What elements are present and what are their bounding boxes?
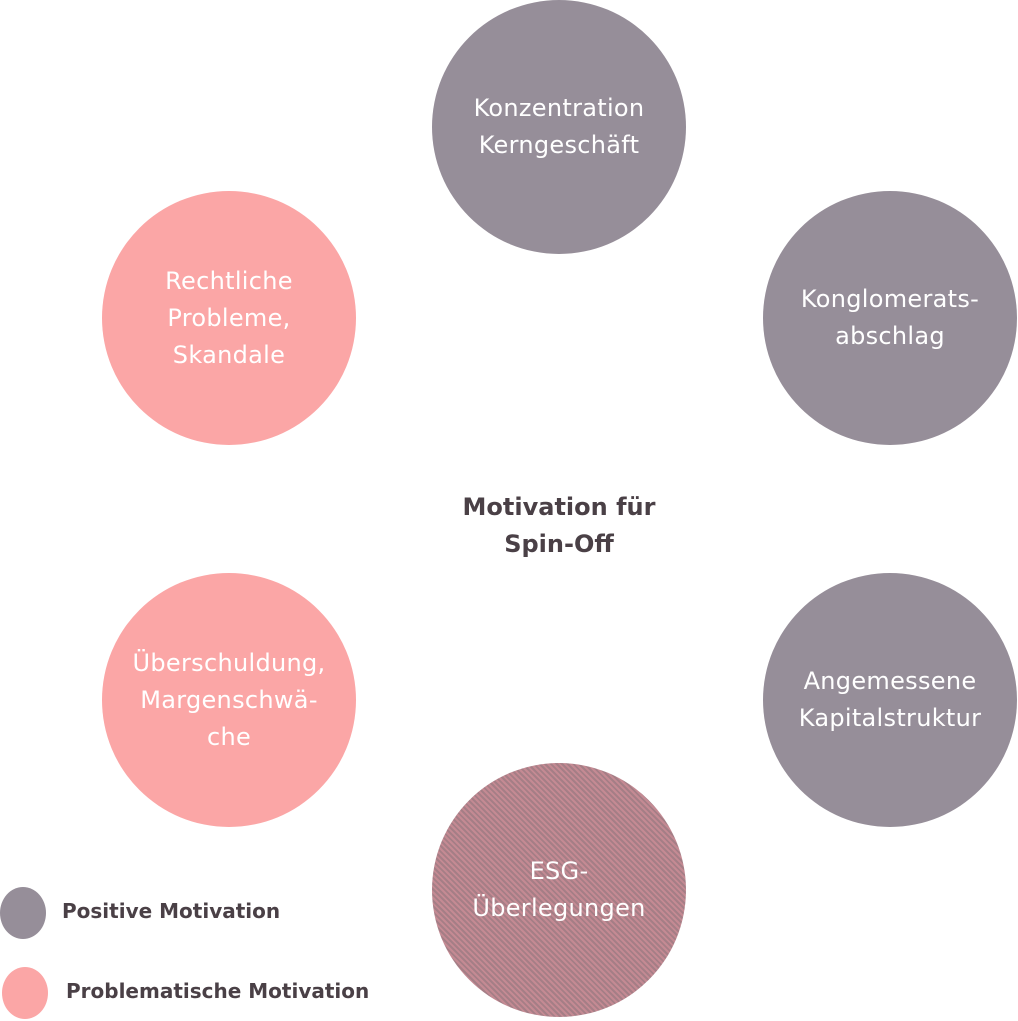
- legend-label-problematic: Problematische Motivation: [66, 979, 370, 1003]
- motivation-circle-esg: ESG- Überlegungen: [432, 763, 686, 1017]
- motivation-label: Konzentration Kerngeschäft: [473, 94, 645, 159]
- legend-swatch-problematic: [2, 967, 48, 1019]
- motivation-label: Konglomerats- abschlag: [800, 285, 980, 350]
- legend-swatch-positive: [0, 887, 46, 939]
- motivation-circle-kapitalstruktur: Angemessene Kapitalstruktur: [763, 573, 1017, 827]
- motivation-label: Rechtliche Probleme, Skandale: [165, 266, 293, 369]
- motivation-circle-ueberschuldung: Überschuldung, Margenschwä- che: [102, 573, 356, 827]
- center-title: Motivation für Spin-Off: [462, 493, 656, 558]
- motivation-label: ESG- Überlegungen: [472, 857, 646, 922]
- motivation-circle-rechtliche-probleme: Rechtliche Probleme, Skandale: [102, 191, 356, 445]
- motivation-label: Angemessene Kapitalstruktur: [798, 667, 982, 732]
- legend-label-positive: Positive Motivation: [62, 899, 281, 923]
- motivation-circle-konzentration-kerngeschaeft: Konzentration Kerngeschäft: [432, 0, 686, 254]
- motivation-circle-konglomeratsabschlag: Konglomerats- abschlag: [763, 191, 1017, 445]
- motivation-label: Überschuldung, Margenschwä- che: [132, 648, 326, 751]
